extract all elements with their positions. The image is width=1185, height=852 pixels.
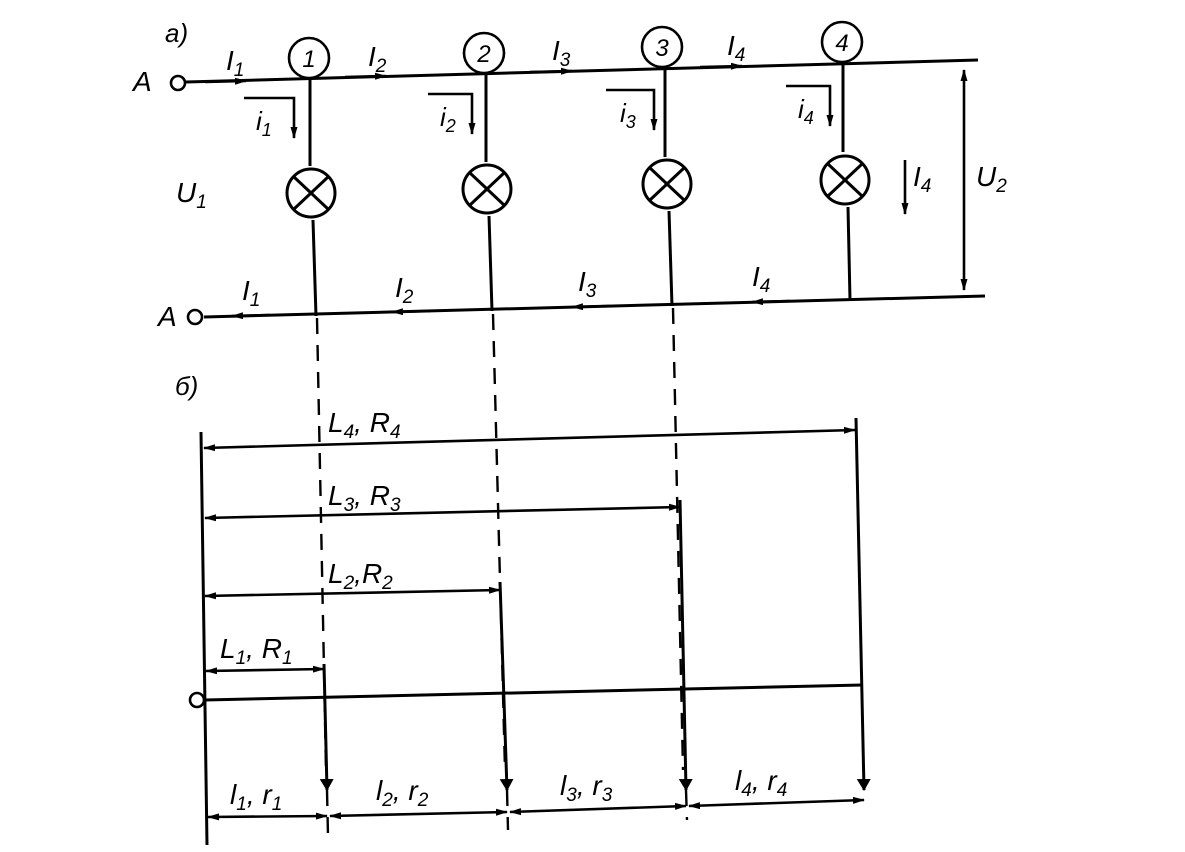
span-l3-label: L3, R3 bbox=[328, 480, 401, 516]
top-current-arrow-3 bbox=[529, 67, 573, 75]
span-l2 bbox=[204, 586, 501, 600]
node-1-drop bbox=[319, 663, 334, 791]
joint-2 bbox=[505, 789, 510, 831]
bottom-current-arrow-4 bbox=[751, 298, 791, 306]
segment-4 bbox=[688, 796, 865, 810]
span-l2-label: L2,R2 bbox=[328, 558, 393, 594]
top-current-label-4: I4 bbox=[727, 30, 745, 66]
segment-1-label: l1, r1 bbox=[230, 779, 282, 815]
node-1-label: 1 bbox=[302, 46, 315, 73]
joint-1 bbox=[325, 789, 330, 837]
branch-4: 4 i4 bbox=[786, 20, 871, 301]
terminal-a-top-label: A bbox=[131, 66, 152, 97]
top-current-label-2: I2 bbox=[368, 41, 387, 77]
node-4-label: 4 bbox=[835, 30, 848, 57]
reference-line bbox=[199, 431, 209, 846]
bottom-current-label-4: I4 bbox=[752, 261, 770, 297]
branch-current-arrow-3 bbox=[606, 88, 658, 131]
node-4-drop bbox=[854, 417, 871, 791]
top-current-arrow-1 bbox=[204, 77, 247, 85]
bottom-current-arrow-1 bbox=[231, 312, 271, 320]
node-2 bbox=[462, 31, 506, 75]
segment-3-label: l3, r3 bbox=[560, 770, 613, 806]
node-3-label: 3 bbox=[655, 35, 669, 62]
source-line bbox=[204, 683, 863, 702]
branch-2: 2 i2 bbox=[428, 31, 513, 312]
node-4 bbox=[820, 20, 864, 64]
segment-3 bbox=[509, 802, 687, 816]
span-l3 bbox=[204, 503, 681, 522]
side-current-label: I4 bbox=[913, 161, 931, 197]
bottom-current-label-3: I3 bbox=[578, 266, 597, 302]
top-current-arrow-4 bbox=[699, 62, 743, 70]
terminal-a-bottom-label: A bbox=[156, 301, 177, 332]
terminal-a-top bbox=[169, 74, 187, 92]
bottom-current-arrow-3 bbox=[571, 303, 611, 311]
bottom-current-label-2: I2 bbox=[395, 272, 414, 308]
span-l4 bbox=[203, 426, 856, 452]
top-current-arrow-2 bbox=[344, 72, 387, 80]
segment-1 bbox=[207, 812, 328, 821]
top-wire bbox=[185, 58, 979, 84]
joint-3 bbox=[684, 789, 689, 821]
branch-current-label-2: i2 bbox=[440, 102, 456, 136]
branch-1: 1 i1 bbox=[244, 36, 337, 317]
node-1 bbox=[287, 36, 331, 80]
span-l1-label: L1, R1 bbox=[220, 633, 293, 669]
node-2-label: 2 bbox=[476, 41, 490, 68]
panel-a-label: a) bbox=[165, 18, 188, 48]
projection-1 bbox=[315, 317, 328, 771]
bottom-current-label-1: I1 bbox=[242, 275, 260, 311]
segment-4-label: l4, r4 bbox=[735, 765, 787, 801]
branch-current-arrow-2 bbox=[428, 92, 476, 135]
terminal-b bbox=[188, 691, 206, 709]
voltage-u2-label: U2 bbox=[976, 161, 1007, 197]
branch-current-label-1: i1 bbox=[256, 106, 272, 140]
terminal-a-bottom bbox=[186, 308, 204, 326]
node-3-drop bbox=[678, 499, 693, 791]
top-current-label-1: I1 bbox=[226, 45, 244, 81]
branch-current-arrow-4 bbox=[786, 84, 834, 127]
segment-2 bbox=[329, 808, 508, 820]
branch-current-label-4: i4 bbox=[798, 94, 814, 128]
voltage-u1-label: U1 bbox=[176, 177, 207, 213]
span-l1 bbox=[205, 665, 325, 675]
branch-current-arrow-1 bbox=[244, 96, 298, 139]
node-3 bbox=[640, 25, 684, 69]
segment-2-label: l2, r2 bbox=[376, 775, 429, 811]
projection-3 bbox=[671, 307, 685, 771]
top-current-label-3: I3 bbox=[552, 35, 571, 71]
bottom-current-arrow-2 bbox=[391, 308, 431, 316]
node-2-drop bbox=[498, 581, 514, 791]
span-l4-label: L4, R4 bbox=[328, 407, 401, 443]
branch-3: 3 i3 bbox=[606, 25, 693, 307]
panel-b-label: б) bbox=[175, 371, 198, 401]
branch-current-label-3: i3 bbox=[620, 98, 636, 132]
